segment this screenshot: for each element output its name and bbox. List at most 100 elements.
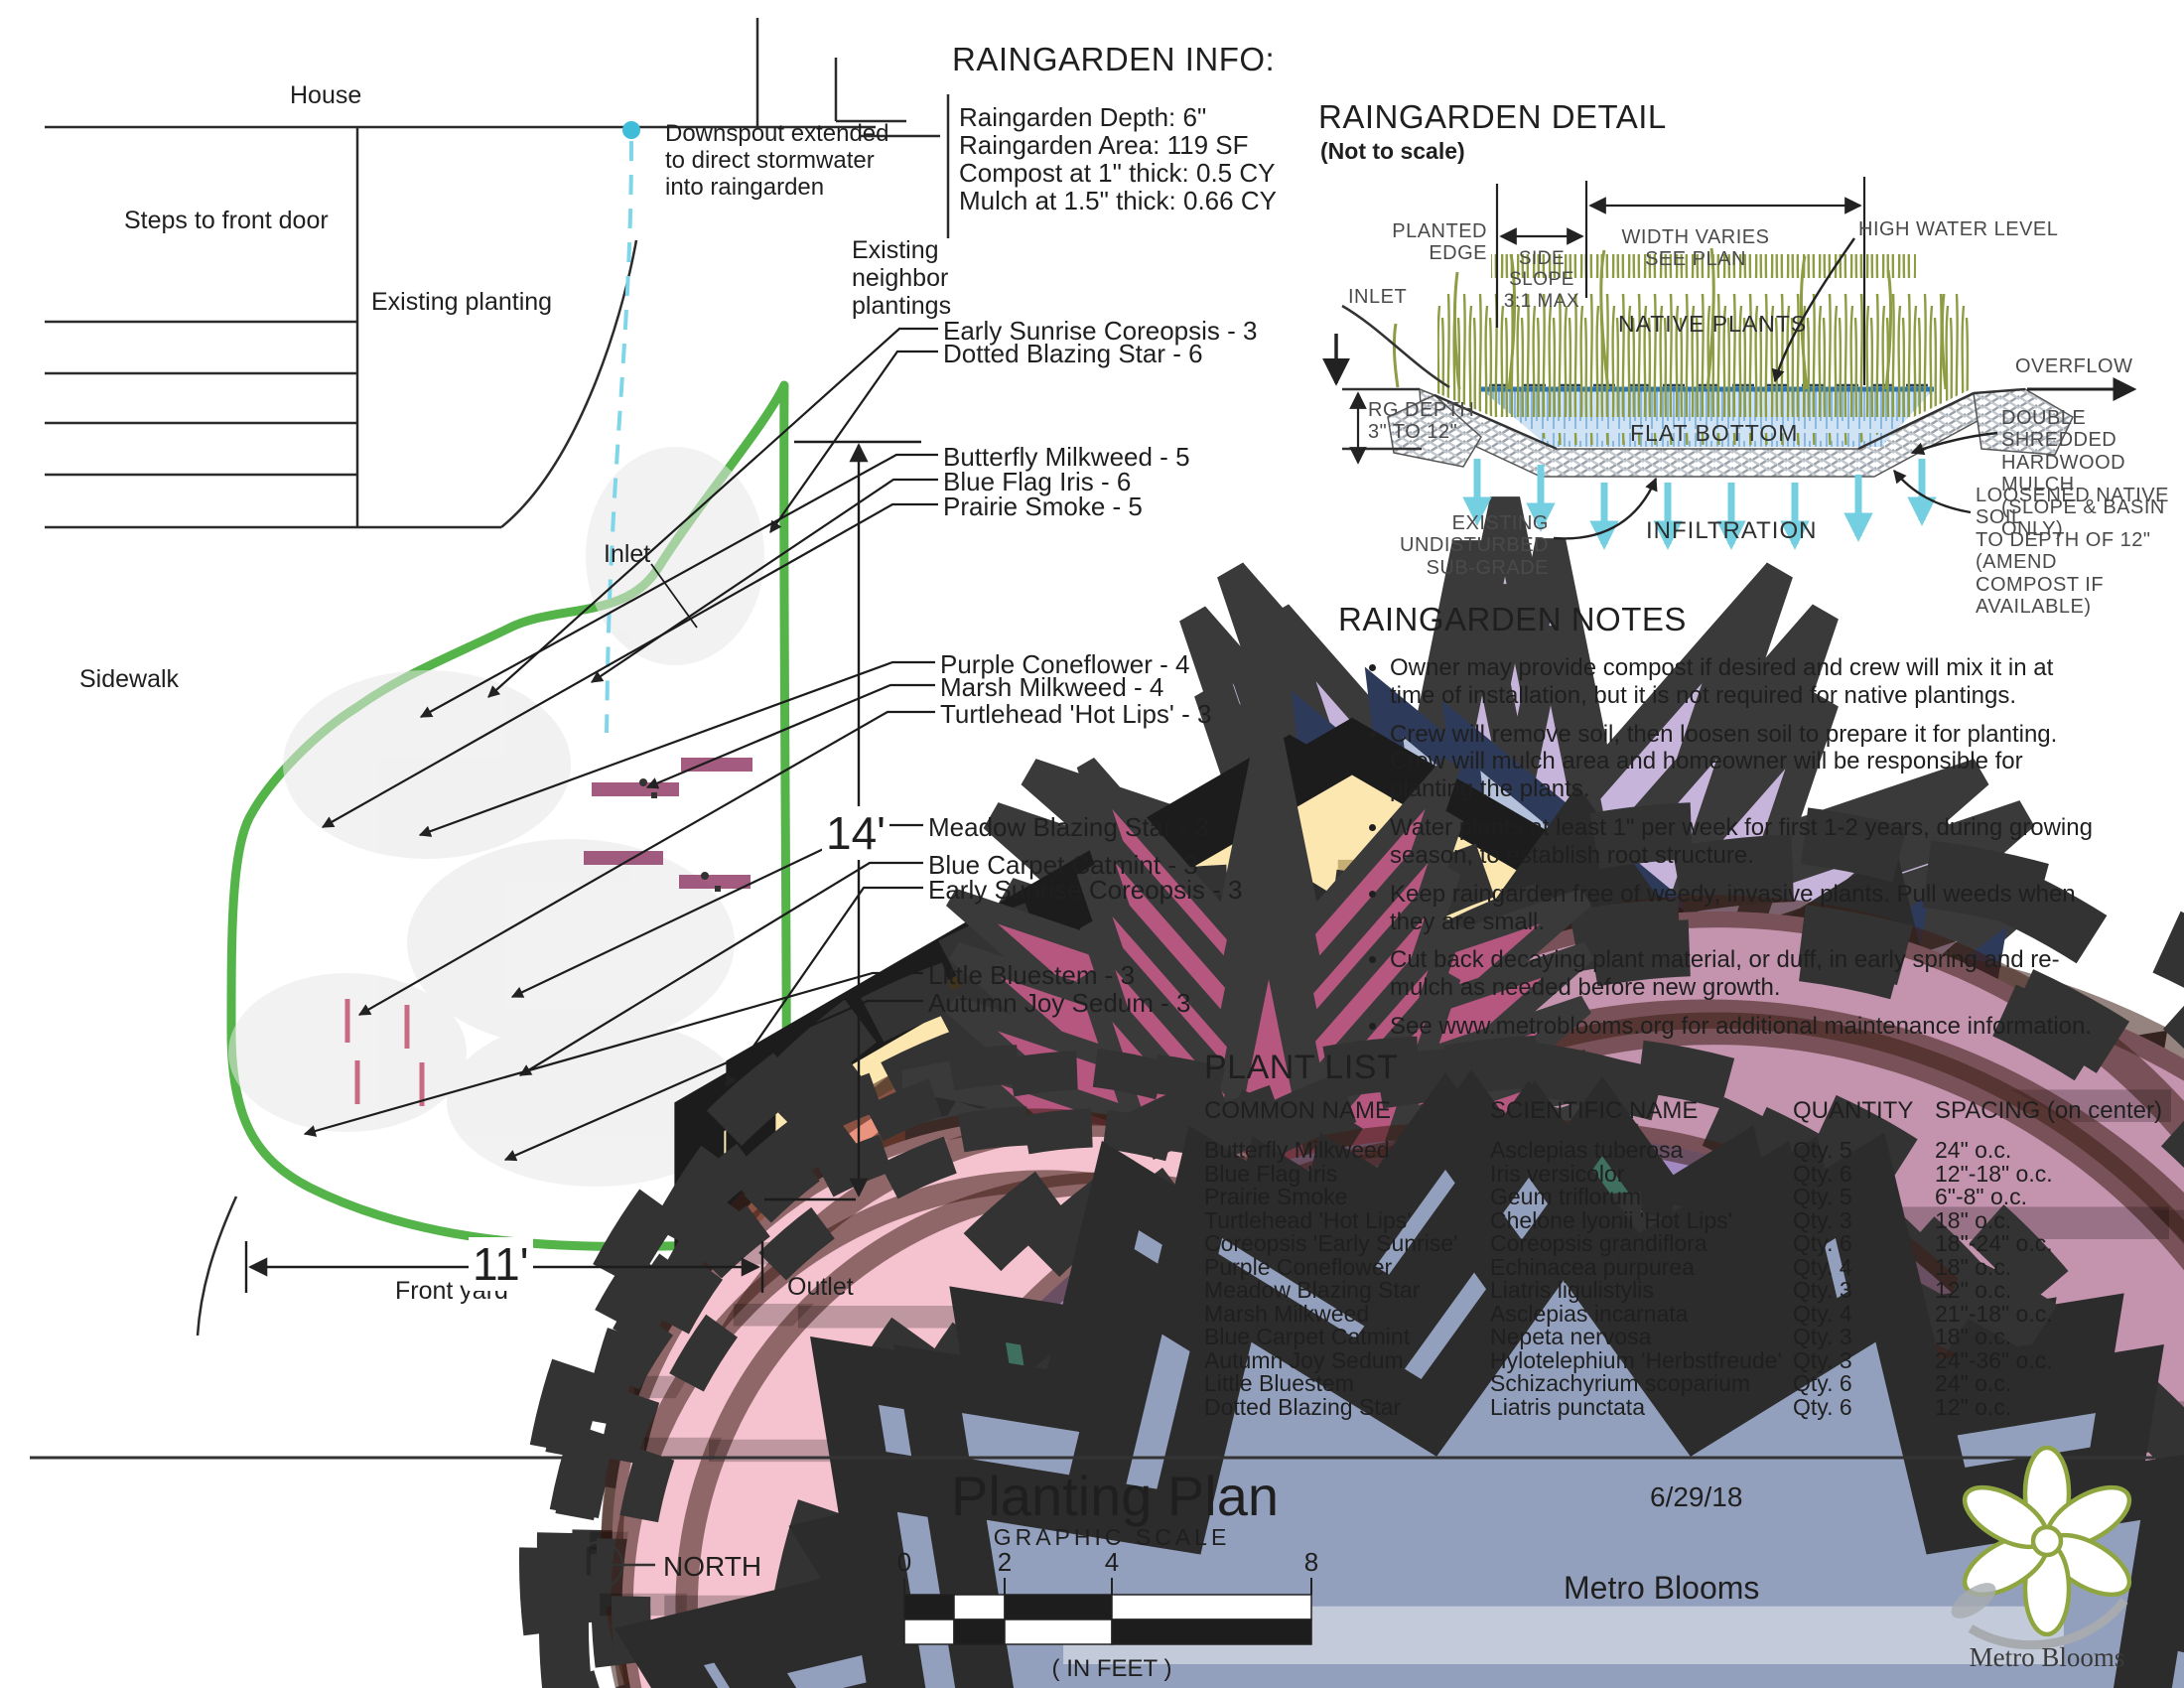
plant-row: Marsh Milkweed Asclepias incarnata Qty. …: [1204, 1300, 2163, 1327]
label-prairie-smoke: Prairie Smoke - 5: [943, 492, 1143, 521]
cell-scientific-name: Asclepias incarnata: [1490, 1300, 1689, 1327]
cell-common-name: Blue Carpet Catmint: [1204, 1324, 1411, 1349]
label-dotted-blazing-star: Dotted Blazing Star - 6: [943, 339, 1203, 368]
titleblock-graphics: [30, 1445, 2154, 1650]
steps-label: Steps to front door: [124, 207, 329, 234]
cell-scientific-name: Liatris punctata: [1490, 1393, 1645, 1420]
downspout-line: [605, 121, 640, 734]
label-little-bluestem: Little Bluestem - 3: [928, 960, 1136, 990]
north-icon: [575, 1540, 655, 1590]
plant-row: Blue Carpet Catmint Nepeta nervosa Qty. …: [1204, 1324, 2163, 1349]
cell-spacing: 18" o.c.: [1935, 1324, 2012, 1349]
plant-marsh-milkweed: [584, 758, 2184, 1688]
cell-quantity: Qty. 5: [1793, 1184, 1852, 1209]
cell-common-name: Turtlehead 'Hot Lips': [1204, 1206, 1412, 1233]
scale-units-label: ( IN FEET ): [1051, 1655, 1172, 1682]
cell-scientific-name: Schizachyrium scoparium: [1490, 1370, 1751, 1396]
metro-blooms-logo-icon: [1951, 1445, 2132, 1650]
label-purple-coneflower: Purple Coneflower - 4: [940, 649, 1190, 679]
plant-row: Turtlehead 'Hot Lips' Chelone lyonii 'Ho…: [1204, 1206, 2163, 1233]
downspout-icon: [622, 121, 640, 139]
info-line-area: Raingarden Area: 119 SF: [959, 130, 1249, 160]
cell-quantity: Qty. 6: [1793, 1160, 1852, 1187]
note-item: Crew will remove soil, then loosen soil …: [1390, 721, 2093, 803]
info-line-mulch: Mulch at 1.5" thick: 0.66 CY: [959, 186, 1277, 215]
cell-quantity: Qty. 3: [1793, 1277, 1852, 1303]
cell-spacing: 24" o.c.: [1935, 1370, 2012, 1396]
detail-side-slope-label: SIDE SLOPE 3:1 MAX: [1503, 248, 1580, 312]
page-title: Planting Plan: [951, 1465, 1280, 1527]
cell-spacing: 12" o.c.: [1935, 1393, 2012, 1420]
info-line-depth: Raingarden Depth: 6": [959, 102, 1207, 132]
detail-infiltration-label: INFILTRATION: [1646, 517, 1818, 544]
cell-quantity: Qty. 3: [1793, 1206, 1852, 1233]
cell-common-name: Meadow Blazing Star: [1204, 1277, 1421, 1303]
cell-quantity: Qty. 6: [1793, 1230, 1852, 1256]
scale-bar: [903, 1578, 1312, 1645]
plant-turtlehead: [344, 999, 1588, 1688]
cell-scientific-name: Nepeta nervosa: [1490, 1324, 1652, 1349]
cell-scientific-name: Geum triflorum: [1490, 1184, 1642, 1209]
note-item: Owner may provide compost if desired and…: [1390, 654, 2093, 710]
scale-tick-0: 0: [896, 1547, 912, 1577]
plant-row: Little Bluestem Schizachyrium scoparium …: [1204, 1370, 2163, 1396]
cell-common-name: Dotted Blazing Star: [1204, 1393, 1402, 1420]
detail-section-drawing: [1322, 177, 2137, 550]
cell-spacing: 18" o.c.: [1935, 1253, 2012, 1280]
cell-spacing: 12" o.c.: [1935, 1277, 2012, 1303]
cell-scientific-name: Asclepias tuberosa: [1490, 1137, 1684, 1163]
raingarden-notes: RAINGARDEN NOTES Owner may provide compo…: [1338, 601, 2093, 1052]
sidewalk-label: Sidewalk: [79, 665, 180, 693]
cell-common-name: Coreopsis 'Early Sunrise': [1204, 1230, 1458, 1256]
info-title: RAINGARDEN INFO:: [952, 41, 1276, 77]
label-meadow-blazing-star: Meadow Blazing Star - 3: [928, 812, 1210, 842]
detail-loosened-soil-label: LOOSENED NATIVE SOIL TO DEPTH OF 12" (AM…: [1976, 485, 2169, 618]
label-blue-flag-iris: Blue Flag Iris - 6: [943, 467, 1132, 496]
plant-row: Meadow Blazing Star Liatris ligulistylis…: [1204, 1277, 2163, 1303]
note-item: See www.metroblooms.org for additional m…: [1390, 1013, 2093, 1041]
plant-row: Purple Coneflower Echinacea purpurea Qty…: [1204, 1253, 2163, 1280]
cell-spacing: 18" o.c.: [1935, 1206, 2012, 1233]
col-header-spacing: SPACING (on center): [1935, 1097, 2162, 1124]
plant-list-rows: Butterfly Milkweed Asclepias tuberosa Qt…: [1204, 1137, 2163, 1420]
existing-planting-label: Existing planting: [371, 288, 553, 316]
notes-list: Owner may provide compost if desired and…: [1338, 654, 2093, 1041]
cell-common-name: Prairie Smoke: [1204, 1184, 1348, 1209]
note-item: Keep raingarden free of weedy, invasive …: [1390, 881, 2093, 936]
detail-rg-depth-label: RG DEPTH 3" TO 12": [1368, 399, 1475, 444]
cell-quantity: Qty. 4: [1793, 1253, 1852, 1280]
plant-row: Coreopsis 'Early Sunrise' Coreopsis gran…: [1204, 1230, 2163, 1256]
cell-common-name: Blue Flag Iris: [1204, 1160, 1338, 1187]
inlet-label: Inlet: [604, 540, 651, 568]
cell-quantity: Qty. 5: [1793, 1137, 1852, 1163]
cell-scientific-name: Echinacea purpurea: [1490, 1253, 1695, 1280]
cell-spacing: 12"-18" o.c.: [1935, 1160, 2053, 1187]
plant-list-headers: COMMON NAME SCIENTIFIC NAME QUANTITY SPA…: [1204, 1097, 2163, 1125]
col-header-common: COMMON NAME: [1204, 1097, 1391, 1124]
detail-mulch-label: DOUBLE SHREDDED HARDWOOD MULCH (SLOPE & …: [2001, 407, 2165, 540]
label-blue-carpet-catmint: Blue Carpet Catmint - 3: [928, 850, 1198, 880]
neighbor-plantings-note: Existing neighbor plantings: [852, 236, 952, 320]
cell-spacing: 18"-24" o.c.: [1935, 1230, 2053, 1256]
note-item: Water plants at least 1" per week for fi…: [1390, 814, 2093, 870]
label-autumn-joy-sedum: Autumn Joy Sedum - 3: [928, 988, 1191, 1018]
north-label: NORTH: [663, 1551, 762, 1582]
col-header-scientific: SCIENTIFIC NAME: [1490, 1097, 1699, 1124]
cell-scientific-name: Hylotelephium 'Herbstfreude': [1490, 1346, 1782, 1373]
detail-high-water-label: HIGH WATER LEVEL: [1858, 218, 2059, 240]
plants: [344, 499, 2184, 1688]
cell-quantity: Qty. 6: [1793, 1370, 1852, 1396]
label-coreopsis-lower: Early Sunrise Coreopsis - 3: [928, 875, 1243, 905]
cell-common-name: Little Bluestem: [1204, 1370, 1354, 1396]
cell-common-name: Butterfly Milkweed: [1204, 1137, 1390, 1163]
cell-quantity: Qty. 6: [1793, 1393, 1852, 1420]
cell-quantity: Qty. 4: [1793, 1300, 1852, 1327]
cell-quantity: Qty. 3: [1793, 1324, 1852, 1349]
detail-subtitle: (Not to scale): [1320, 138, 1465, 164]
plant-row: Butterfly Milkweed Asclepias tuberosa Qt…: [1204, 1137, 2163, 1163]
company-name: Metro Blooms: [1564, 1570, 1760, 1606]
downspout-note: Downspout extended to direct stormwater …: [665, 120, 889, 201]
label-butterfly-milkweed: Butterfly Milkweed - 5: [943, 442, 1190, 472]
